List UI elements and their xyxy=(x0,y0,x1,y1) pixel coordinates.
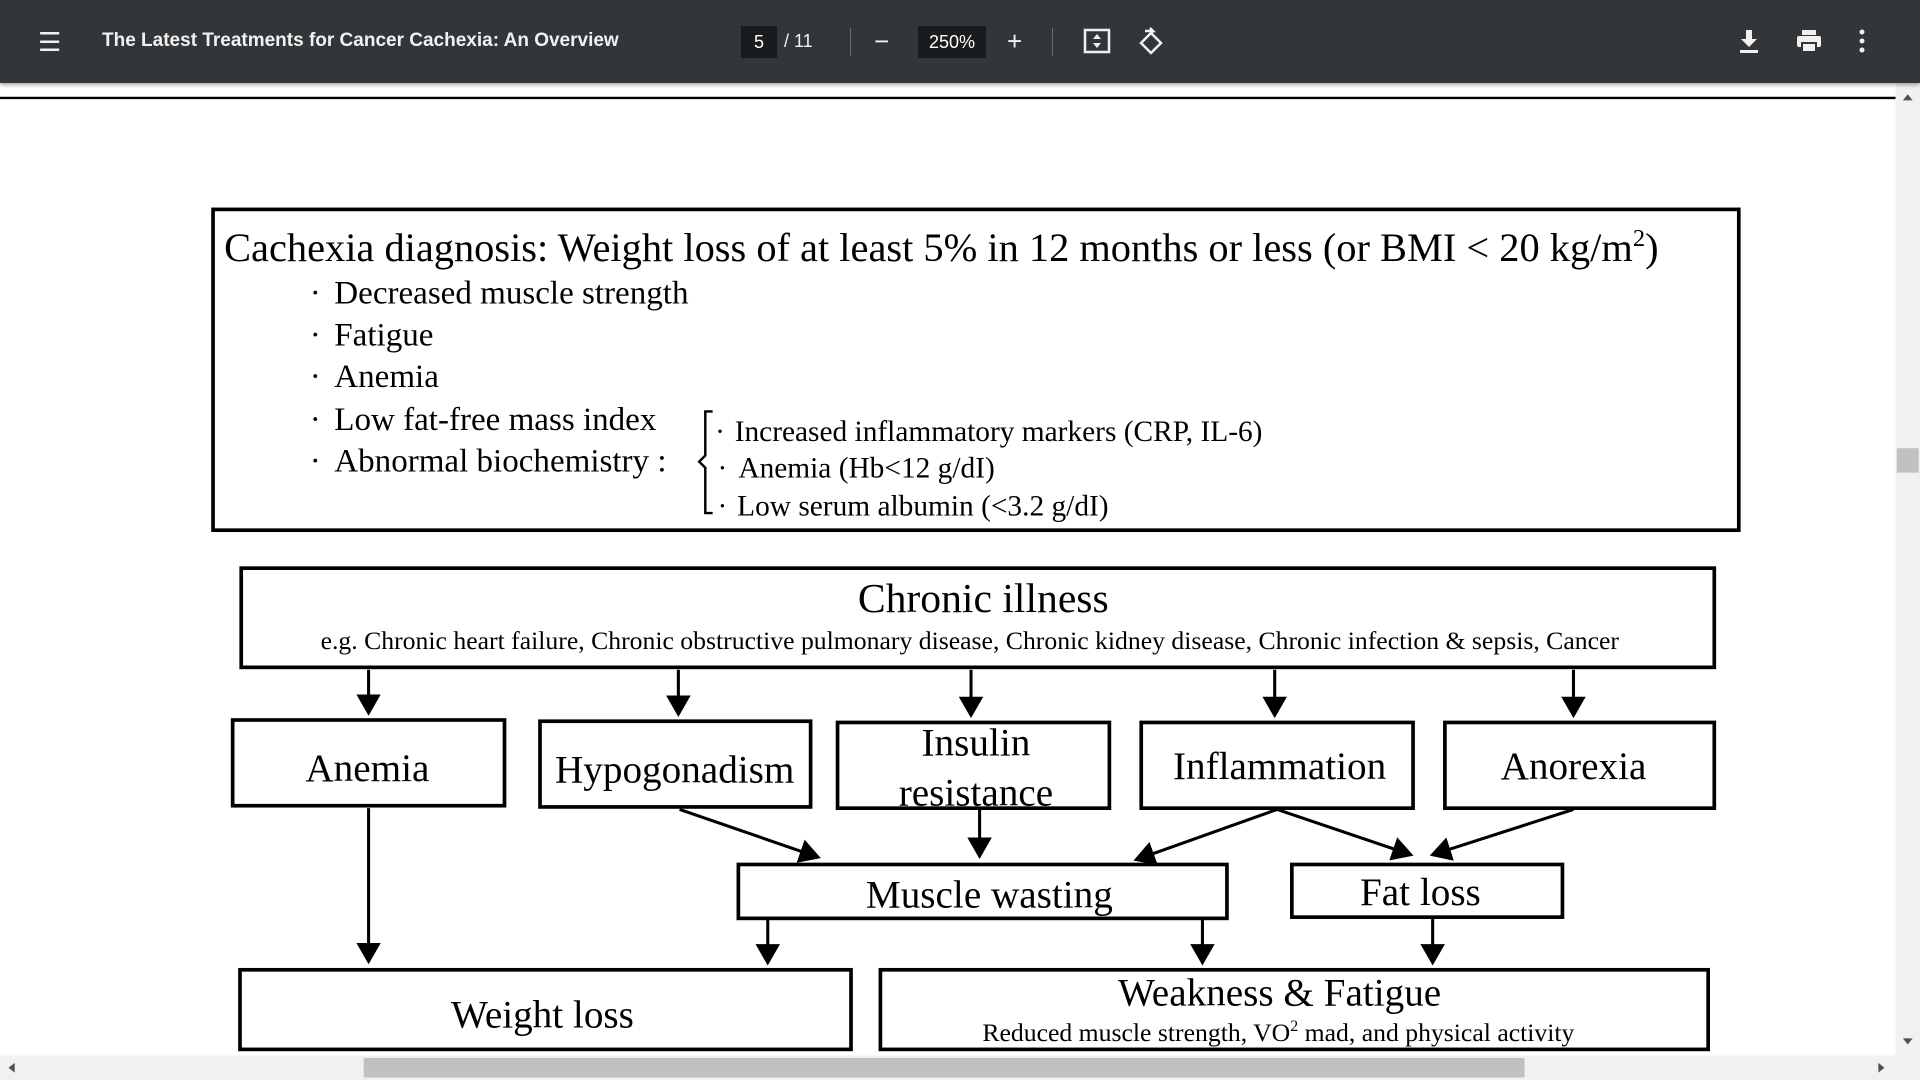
chronic-illness-examples: e.g. Chronic heart failure, Chronic obst… xyxy=(321,626,1620,655)
criteria-title: Cachexia diagnosis: Weight loss of at le… xyxy=(224,225,1658,270)
anemia-label: Anemia xyxy=(305,747,429,790)
sub-criteria-item: Increased inflammatory markers (CRP, IL-… xyxy=(735,416,1263,448)
scroll-right-arrow-icon[interactable] xyxy=(1878,1062,1885,1073)
plus-icon[interactable]: + xyxy=(1007,26,1023,56)
scroll-up-arrow-icon[interactable] xyxy=(1902,94,1913,101)
bullet-dot: · xyxy=(310,317,321,353)
fat-loss-box xyxy=(1290,862,1565,919)
fat-loss-label: Fat loss xyxy=(1360,871,1481,914)
bullet-dot: · xyxy=(310,443,321,479)
zoom-level-input[interactable]: 250% xyxy=(918,26,986,58)
insulin-label: Insulin xyxy=(922,722,1031,765)
pdf-toolbar: ☰ The Latest Treatments for Cancer Cache… xyxy=(0,0,1920,83)
vertical-scrollbar[interactable] xyxy=(1895,83,1920,1056)
resistance-label: resistance xyxy=(899,772,1053,815)
more-vert-icon[interactable] xyxy=(1858,29,1866,57)
divider xyxy=(850,28,851,56)
minus-icon[interactable]: − xyxy=(874,26,890,56)
sub-criteria-item: Anemia (Hb<12 g/dI) xyxy=(738,453,994,485)
sub-criteria-item: Low serum albumin (<3.2 g/dI) xyxy=(737,491,1108,523)
bullet-dot: · xyxy=(310,359,321,395)
inflammation-box xyxy=(1139,720,1415,810)
criteria-item: Fatigue xyxy=(334,317,433,353)
chronic-illness-title: Chronic illness xyxy=(858,576,1109,622)
criteria-item: Decreased muscle strength xyxy=(334,276,689,312)
svg-text:·: · xyxy=(715,416,725,448)
anorexia-box xyxy=(1443,720,1717,810)
arrow xyxy=(1429,807,1574,861)
arrow xyxy=(1276,807,1414,861)
svg-text:·: · xyxy=(718,491,728,523)
criteria-item: Low fat-free mass index xyxy=(334,402,657,438)
scroll-left-arrow-icon[interactable] xyxy=(8,1062,15,1073)
brace xyxy=(697,410,713,515)
insulin-resistance-box xyxy=(835,720,1112,810)
arrow xyxy=(1133,807,1278,865)
page-total: / 11 xyxy=(784,31,813,51)
hamburger-menu-icon[interactable]: ☰ xyxy=(38,27,62,57)
arrow xyxy=(679,807,821,863)
muscle-wasting-label: Muscle wasting xyxy=(866,873,1113,916)
weight-loss-label: Weight loss xyxy=(451,993,634,1036)
diagnosis-criteria-box: Cachexia diagnosis: Weight loss of at le… xyxy=(211,207,1741,533)
inflammation-label: Inflammation xyxy=(1173,745,1386,788)
scroll-down-arrow-icon[interactable] xyxy=(1902,1038,1913,1045)
svg-text:·: · xyxy=(718,453,728,485)
weakness-fatigue-detail: Reduced muscle strength, VO2 mad, and ph… xyxy=(982,1018,1574,1047)
print-icon[interactable] xyxy=(1795,29,1823,57)
horizontal-scrollbar[interactable] xyxy=(0,1055,1920,1080)
chronic-illness-box xyxy=(239,566,1717,670)
download-icon[interactable] xyxy=(1737,28,1761,58)
hypogonadism-box xyxy=(538,719,813,809)
fit-to-page-icon[interactable] xyxy=(1083,28,1111,58)
criteria-item: Abnormal biochemistry : xyxy=(334,443,666,479)
muscle-wasting-box xyxy=(736,862,1229,921)
page-number-input[interactable]: 5 xyxy=(741,26,777,58)
bullet-dot: · xyxy=(310,402,321,438)
anorexia-label: Anorexia xyxy=(1501,745,1647,788)
rotate-icon[interactable] xyxy=(1137,27,1165,61)
horizontal-scroll-thumb[interactable] xyxy=(363,1057,1525,1078)
vertical-scroll-thumb[interactable] xyxy=(1896,448,1919,473)
weakness-fatigue-label: Weakness & Fatigue xyxy=(1118,971,1441,1014)
pathophysiology-diagram xyxy=(230,566,1717,1052)
weakness-fatigue-box xyxy=(878,967,1710,1052)
document-title: The Latest Treatments for Cancer Cachexi… xyxy=(102,30,619,51)
weight-loss-box xyxy=(238,967,853,1052)
divider xyxy=(1052,28,1053,56)
criteria-item: Anemia xyxy=(334,359,439,395)
bullet-dot: · xyxy=(310,276,321,312)
hypogonadism-label: Hypogonadism xyxy=(555,748,794,791)
anemia-box xyxy=(230,718,507,808)
